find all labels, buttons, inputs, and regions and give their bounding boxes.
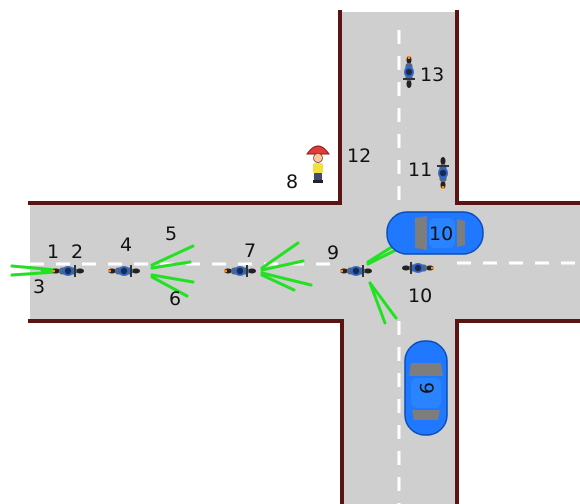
pedestrian-head	[313, 153, 323, 163]
vision-line	[150, 275, 189, 298]
vision-line	[150, 244, 195, 267]
label-12: 12	[347, 145, 371, 167]
road-curbs	[28, 10, 580, 504]
car-windshield	[409, 363, 443, 376]
label-5: 5	[165, 223, 177, 245]
curb-top-left	[28, 10, 342, 205]
vision-line	[10, 270, 58, 277]
vision-line	[150, 260, 192, 270]
label-4: 4	[120, 234, 132, 256]
vision-line	[260, 273, 296, 292]
label-10-lower: 10	[408, 285, 432, 307]
car-number: 9	[415, 382, 437, 394]
vision-line	[368, 281, 398, 320]
car-icon: 9	[404, 340, 448, 436]
label-1: 1	[47, 241, 59, 263]
vision-line	[260, 271, 313, 287]
road-surface	[30, 12, 580, 504]
curb-bottom-left	[28, 319, 344, 504]
number-labels: 1 2 3 4 5 6 7 8 9 10 11 12 13	[33, 64, 444, 310]
label-11: 11	[408, 159, 432, 181]
vision-line	[366, 247, 400, 266]
car-windshield	[415, 216, 427, 250]
label-9: 9	[327, 242, 339, 264]
car-roof	[411, 378, 441, 408]
umbrella-icon	[306, 145, 330, 155]
label-2: 2	[71, 241, 83, 263]
curb-bottom-right	[455, 319, 580, 504]
pedestrian-legs	[314, 173, 322, 181]
label-3: 3	[33, 276, 45, 298]
car-rear-window	[412, 410, 440, 420]
vision-line	[368, 281, 387, 325]
car-icon: 10	[386, 211, 484, 255]
label-8: 8	[286, 171, 298, 193]
label-6: 6	[169, 288, 181, 310]
curb-top-right	[455, 10, 580, 205]
label-7: 7	[244, 240, 256, 262]
label-13: 13	[420, 64, 444, 86]
car-rear-window	[457, 219, 465, 247]
pedestrian-shirt	[313, 163, 323, 173]
car-roof	[429, 218, 455, 248]
car-number: 10	[429, 223, 453, 245]
vision-line	[150, 273, 195, 284]
vision-line	[260, 241, 300, 270]
vision-line	[260, 259, 305, 272]
pedestrian-with-umbrella-icon	[306, 145, 330, 183]
horizontal-road	[30, 203, 580, 321]
